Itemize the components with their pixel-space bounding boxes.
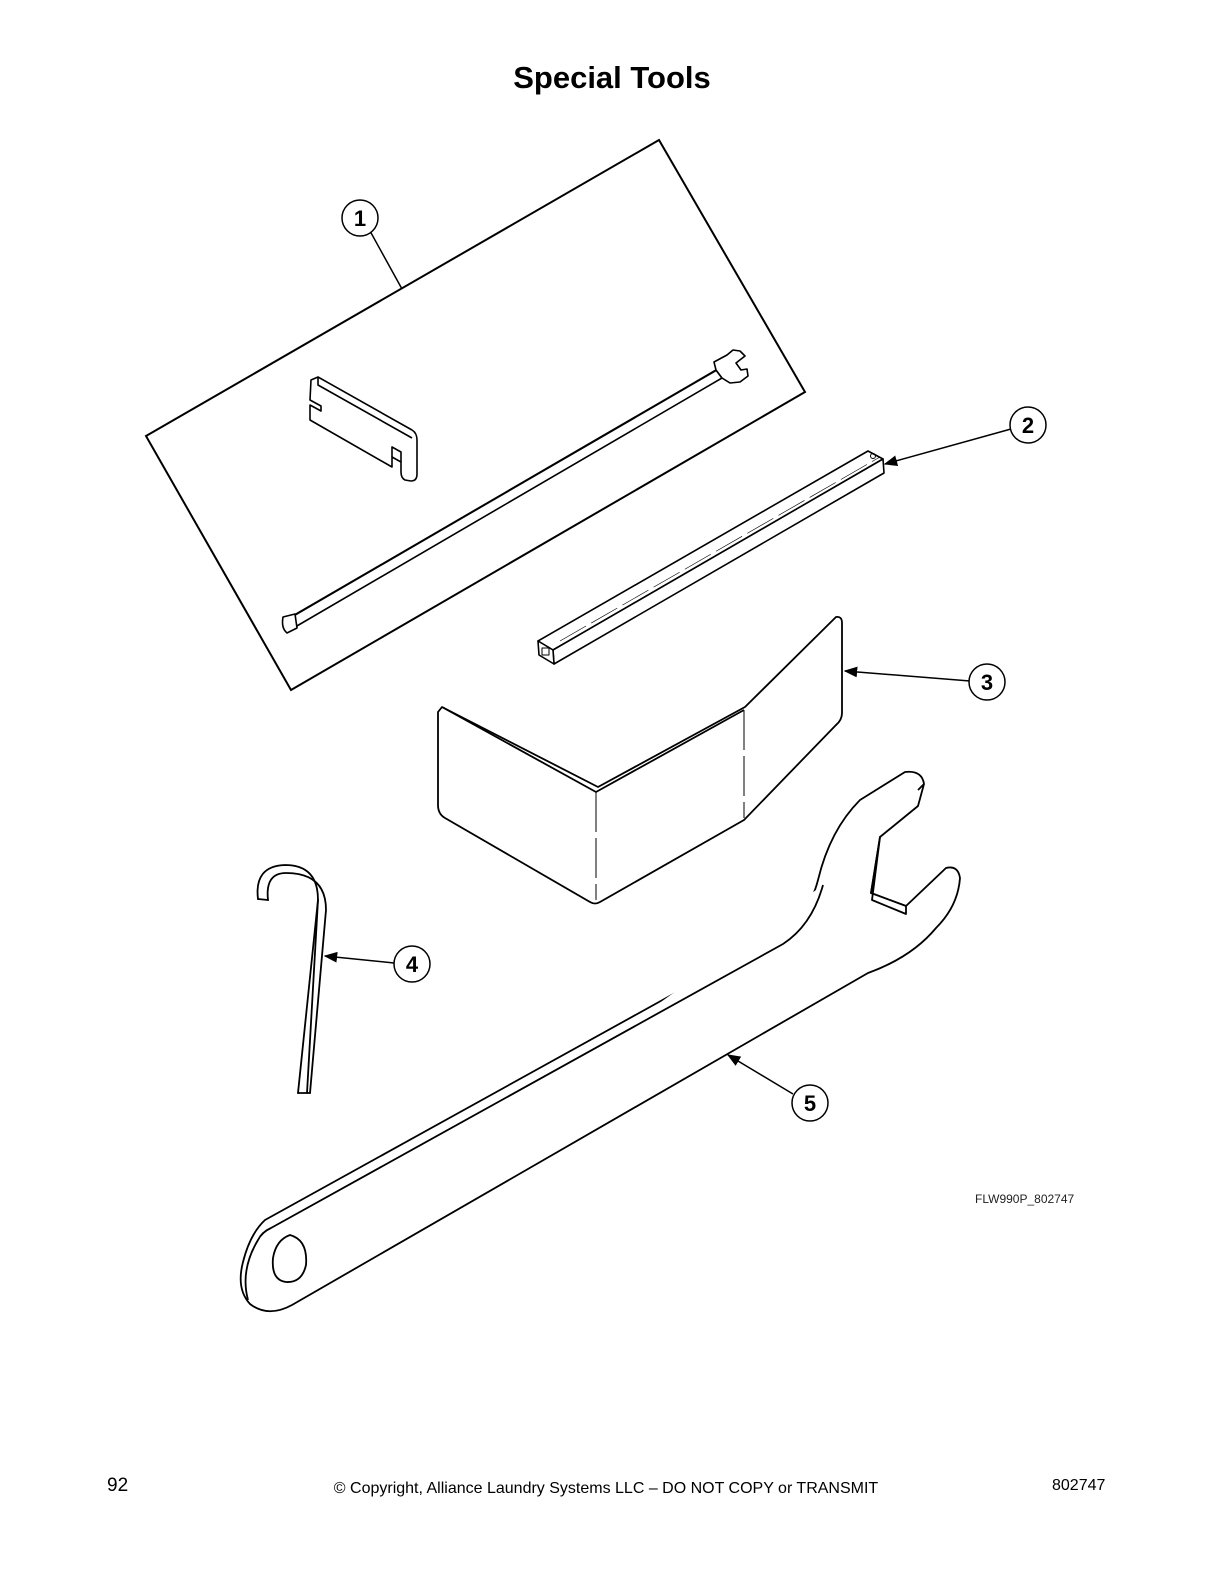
leader-1 <box>369 230 403 290</box>
callout-4: 4 <box>393 945 431 983</box>
page-number: 92 <box>107 1475 129 1496</box>
tool-kit-box <box>144 138 807 692</box>
callout-label: 3 <box>981 670 993 695</box>
callout-5: 5 <box>791 1084 829 1122</box>
hook-pin-tool <box>256 864 327 1094</box>
leader-4 <box>323 951 395 964</box>
document-number: 802747 <box>1052 1477 1106 1494</box>
copyright-notice: © Copyright, Alliance Laundry Systems LL… <box>333 1480 879 1497</box>
callout-3: 3 <box>968 663 1006 701</box>
slotted-plate-tool <box>309 376 418 482</box>
page-title: Special Tools <box>513 60 711 95</box>
gauge-plate-tool <box>437 615 843 905</box>
callout-label: 1 <box>354 206 366 231</box>
leader-3 <box>843 666 971 682</box>
callout-label: 5 <box>804 1091 816 1116</box>
callout-1: 1 <box>341 199 379 237</box>
callout-label: 4 <box>406 952 419 977</box>
square-bar-tool <box>537 450 885 665</box>
callout-leaders <box>323 230 1012 1095</box>
spanner-wrench-tool <box>239 770 961 1313</box>
callout-2: 2 <box>1009 406 1047 444</box>
figure-id: FLW990P_802747 <box>975 1192 1075 1206</box>
leader-5 <box>726 1054 794 1095</box>
long-rod-tool <box>281 349 749 634</box>
leader-2 <box>883 428 1012 466</box>
callout-label: 2 <box>1022 413 1034 438</box>
